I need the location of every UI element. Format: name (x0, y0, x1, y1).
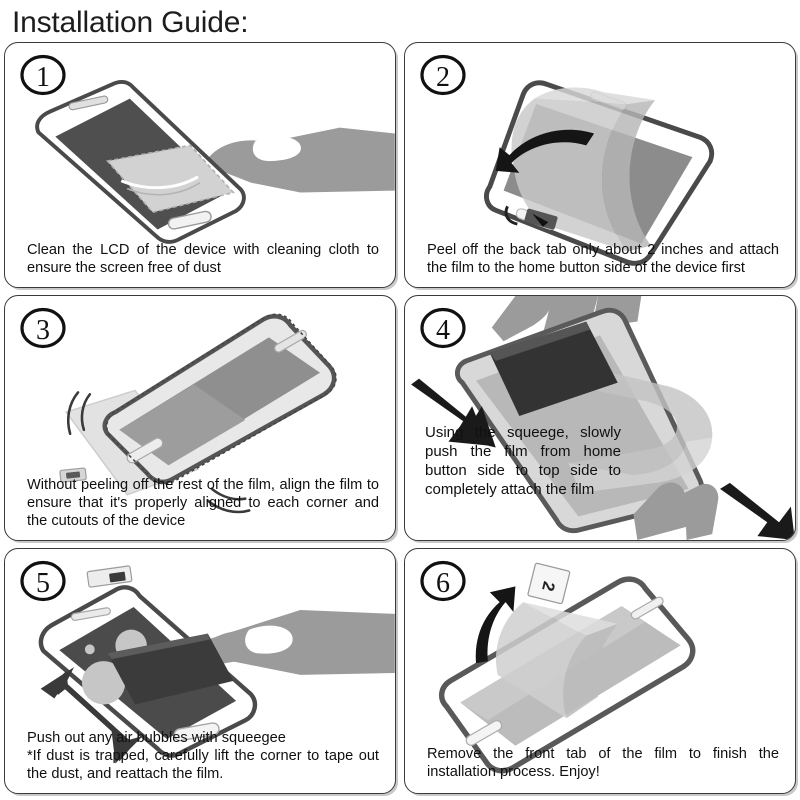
panel-step-5: 5 (4, 548, 396, 794)
panel-step-6: 6 (404, 548, 796, 794)
caption-step-5: Push out any air bubbles with squeegee *… (27, 729, 379, 782)
protective-film (523, 351, 713, 493)
cleaning-cloth (106, 144, 235, 214)
caption-step-1: Clean the LCD of the device with cleanin… (27, 241, 379, 276)
illustration-peel-back-tab (405, 43, 795, 287)
illustration-push-bubbles (5, 549, 395, 793)
caption-step-6: Remove the front tab of the film to fini… (427, 745, 779, 780)
front-film-lifting (495, 602, 618, 719)
arrow-left-down (411, 378, 496, 448)
panel-step-2: 2 (404, 42, 796, 288)
panel-step-1: 1 (4, 42, 396, 288)
film-tab-top (86, 565, 133, 588)
phone-device (102, 314, 337, 485)
panel-step-4: 4 (404, 295, 796, 541)
caption-step-4: Using the squeege, slowly push the film … (425, 424, 621, 498)
hand-bottom (633, 482, 719, 540)
illustration-squeegee-push (405, 296, 795, 540)
arrow-right-down (720, 482, 795, 540)
back-tab (504, 205, 558, 230)
panel-grid: 1 (4, 42, 796, 794)
peel-arrow (495, 129, 595, 173)
page-title: Installation Guide: (12, 6, 249, 39)
illustration-align-film (5, 296, 395, 540)
hand-right (198, 610, 395, 675)
illustration-phone-cleaning (5, 43, 395, 287)
hand-with-cloth (206, 127, 395, 193)
front-tab-number: 2 (538, 579, 559, 593)
squeegee-card (107, 633, 234, 705)
double-headed-arrow (40, 667, 143, 764)
front-tab-label: 2 (527, 562, 571, 605)
lift-arrow (475, 586, 516, 664)
squeegee-card (489, 321, 618, 417)
illustration-remove-front-tab: 2 (405, 549, 795, 793)
motion-arcs-right (206, 487, 251, 514)
motion-arcs-left (67, 391, 92, 436)
caption-step-2: Peel off the back tab only about 2 inche… (427, 241, 779, 276)
panel-step-3: 3 (4, 295, 396, 541)
caption-step-3: Without peeling off the rest of the film… (27, 476, 379, 529)
